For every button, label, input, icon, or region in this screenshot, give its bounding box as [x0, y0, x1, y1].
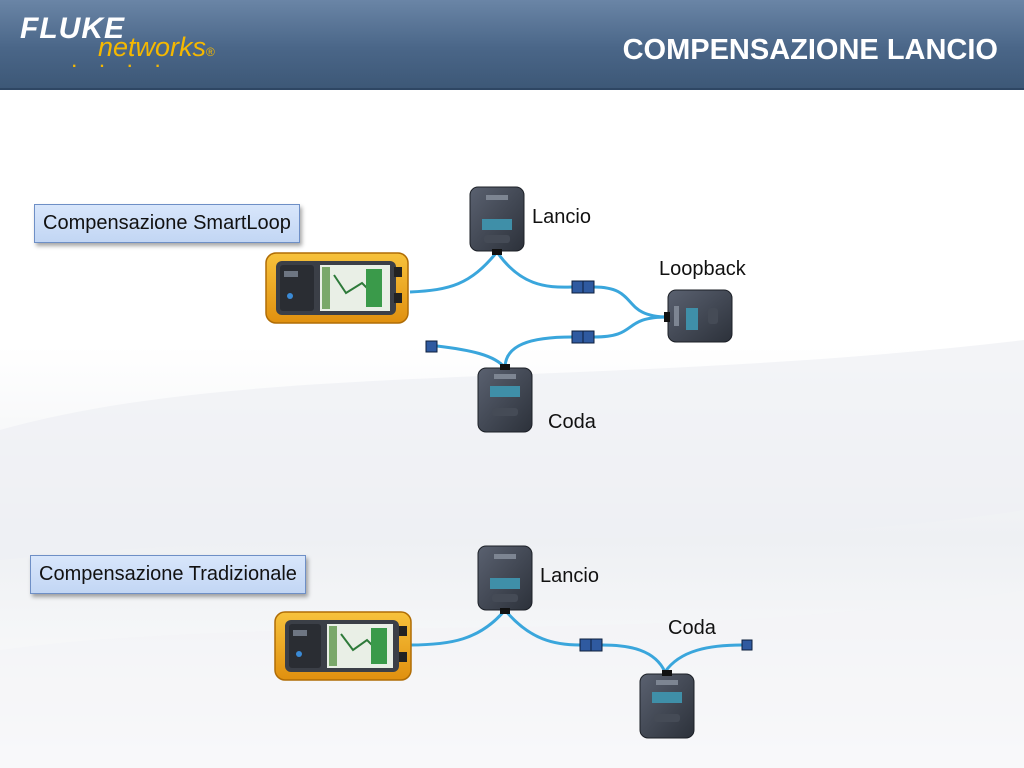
launch-module-icon	[469, 186, 525, 255]
launch-module-icon	[477, 545, 533, 614]
loopback-module-icon	[664, 289, 733, 343]
smartloop-loopback-label: Loopback	[659, 258, 746, 280]
smartloop-tail-label: Coda	[548, 411, 596, 433]
smartloop-connector-1	[571, 280, 595, 294]
smartloop-heading: Compensazione SmartLoop	[43, 212, 291, 234]
background-swoosh	[0, 340, 1024, 768]
fiber2-tester-to-launch	[409, 609, 507, 647]
traditional-connector	[579, 638, 603, 652]
fiber2-tail-end	[663, 643, 743, 673]
fiber-launch-to-connector	[495, 251, 573, 289]
fiber-tester-to-launch	[409, 251, 499, 294]
tester-device-icon	[265, 252, 409, 324]
tester-device-icon	[274, 611, 412, 681]
traditional-fibers	[409, 609, 743, 673]
fiber2-launch-to-connector	[503, 609, 581, 647]
fiber-connector-to-loopback-top	[593, 285, 669, 319]
traditional-heading: Compensazione Tradizionale	[39, 563, 297, 585]
logo-dots: · · · ·	[72, 58, 170, 75]
smartloop-fibers	[409, 251, 669, 370]
logo-networks-text: networks®	[98, 32, 215, 63]
fiber-connector-to-loopback-bottom	[593, 315, 669, 339]
tail-module-icon	[639, 670, 695, 739]
logo-registered-mark: ®	[206, 45, 215, 59]
fiber-tail-end	[436, 344, 507, 370]
smartloop-tail-end-connector	[425, 340, 438, 353]
logo-networks-word: networks	[98, 32, 207, 62]
traditional-launch-label: Lancio	[540, 565, 599, 587]
tail-module-icon	[477, 364, 533, 433]
fiber2-connector-to-tail	[601, 643, 667, 673]
traditional-tail-end-connector	[741, 639, 753, 651]
smartloop-heading-box: Compensazione SmartLoop	[34, 204, 300, 243]
traditional-heading-box: Compensazione Tradizionale	[30, 555, 306, 594]
logo-fluke-text: FLUKE	[20, 12, 125, 45]
fiber-connector-to-tail	[503, 335, 573, 369]
page-title: COMPENSAZIONE LANCIO	[622, 34, 998, 66]
traditional-tail-label: Coda	[668, 617, 716, 639]
header-bar: FLUKE networks® · · · · COMPENSAZIONE LA…	[0, 0, 1024, 90]
smartloop-launch-label: Lancio	[532, 206, 591, 228]
smartloop-connector-2	[571, 330, 595, 344]
